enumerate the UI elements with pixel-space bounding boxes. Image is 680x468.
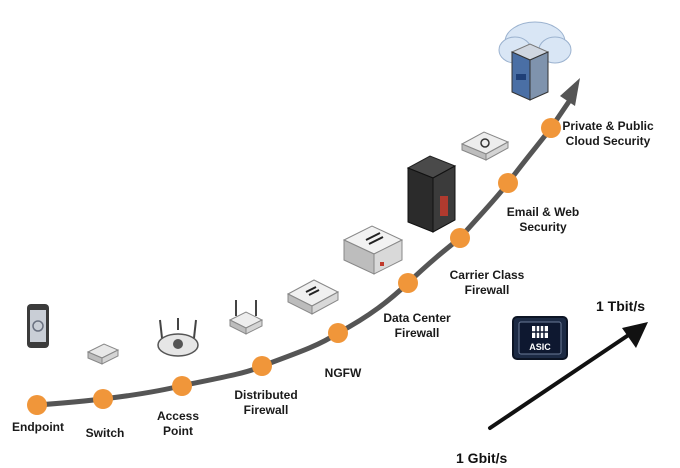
email-web-appliance-icon: [460, 131, 510, 161]
smartphone-icon: [27, 304, 49, 348]
stage-node-distributed-firewall: [252, 356, 272, 376]
datacenter-firewall-appliance-icon: [342, 225, 404, 275]
stage-label-distributed-firewall: Distributed Firewall: [234, 388, 298, 417]
stage-node-access-point: [172, 376, 192, 396]
stage-node-carrier-class-firewall: [450, 228, 470, 248]
stage-node-data-center-firewall: [398, 273, 418, 293]
growth-curve-arrowhead: [560, 78, 580, 106]
stage-node-cloud-security: [541, 118, 561, 138]
switch-appliance-icon: [86, 343, 120, 365]
speed-label-low: 1 Gbit/s: [456, 450, 508, 466]
stage-label-carrier-class-firewall: Carrier Class Firewall: [449, 268, 525, 297]
speed-label-high: 1 Tbit/s: [596, 298, 646, 314]
stage-node-switch: [93, 389, 113, 409]
stage-label-data-center-firewall: Data Center Firewall: [383, 311, 451, 340]
asic-chip-label: ASIC: [529, 342, 551, 352]
stage-label-switch: Switch: [85, 426, 125, 440]
stage-label-access-point: Access Point: [156, 409, 200, 438]
stage-node-endpoint: [27, 395, 47, 415]
ngfw-appliance-icon: [286, 279, 340, 315]
stage-label-ngfw: NGFW: [324, 366, 362, 380]
speed-arrow-line: [488, 330, 635, 430]
stage-label-cloud-security: Private & Public Cloud Security: [562, 119, 654, 148]
stage-label-endpoint: Endpoint: [12, 420, 64, 434]
asic-chip-icon: ASIC: [512, 316, 568, 360]
wireless-access-point-icon: [157, 318, 199, 357]
small-firewall-appliance-icon: [228, 300, 264, 335]
stage-label-email-web-security: Email & Web Security: [506, 205, 580, 234]
carrier-chassis-icon: [406, 155, 457, 233]
speed-arrow-head: [622, 322, 648, 348]
stage-node-email-web-security: [498, 173, 518, 193]
cloud-security-icon: [498, 21, 572, 101]
stage-node-ngfw: [328, 323, 348, 343]
